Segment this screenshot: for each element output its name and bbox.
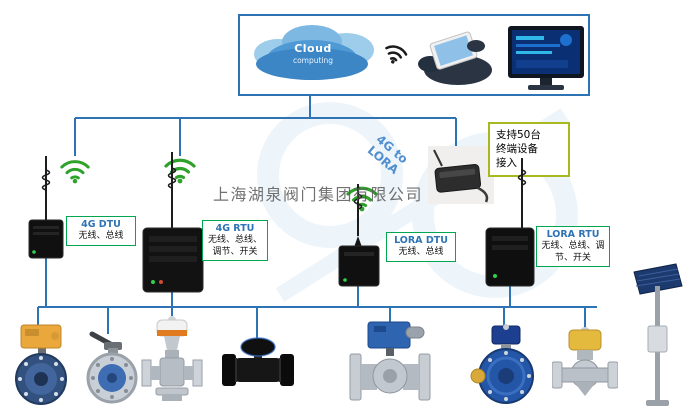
device-name: LORA RTU: [546, 229, 600, 240]
device-desc: 无线、总线、调节、开关: [541, 240, 605, 263]
device-name: 4G RTU: [215, 223, 255, 234]
desktop-monitor-image: [508, 26, 584, 90]
label-lora-rtu: LORA RTU 无线、总线、调节、开关: [536, 226, 610, 268]
device-desc: 无线、总线: [398, 246, 444, 257]
device-lora-dtu: [338, 184, 380, 287]
device-4g-dtu: [28, 156, 64, 259]
cloud-subtitle: computing: [292, 56, 334, 65]
callout-line3: 接入: [496, 157, 517, 170]
electric-flow-valve: [470, 324, 534, 404]
cloud-shape: [254, 25, 374, 80]
cloud-platform-panel: Cloud computing: [238, 14, 590, 96]
label-lora-dtu: LORA DTU 无线、总线: [386, 232, 456, 262]
electric-globe-valve: [552, 327, 618, 396]
device-name: LORA DTU: [394, 235, 448, 246]
cloud-image: Cloud computing: [248, 20, 378, 86]
electric-gate-valve: [141, 316, 203, 401]
wifi-icon-green-1: [60, 160, 90, 184]
cloud-title: Cloud: [294, 42, 332, 55]
device-name: 4G DTU: [81, 219, 121, 230]
wifi-icon: [385, 45, 408, 64]
device-lora-rtu: [485, 158, 535, 287]
label-4g-rtu: 4G RTU 无线、总线、调节、开关: [202, 220, 268, 262]
electric-butterfly-valve: [15, 324, 67, 405]
device-4g-rtu: [142, 152, 204, 293]
solar-power-station: [633, 263, 683, 406]
label-4g-dtu: 4G DTU 无线、总线: [66, 216, 136, 246]
callout-box: 支持50台 终端设备 接入: [488, 122, 570, 177]
device-desc: 无线、总线、调节、开关: [207, 234, 262, 257]
black-ball-valve: [222, 337, 294, 386]
electric-flanged-ball-valve: [349, 321, 431, 401]
callout-line1: 支持50台: [496, 129, 541, 141]
hand-holding-phone-image: [418, 31, 492, 85]
callout-line2: 终端设备: [496, 143, 538, 156]
manual-butterfly-valve: [86, 331, 138, 404]
gateway-device-image: [428, 146, 494, 204]
device-desc: 无线、总线: [78, 230, 124, 241]
